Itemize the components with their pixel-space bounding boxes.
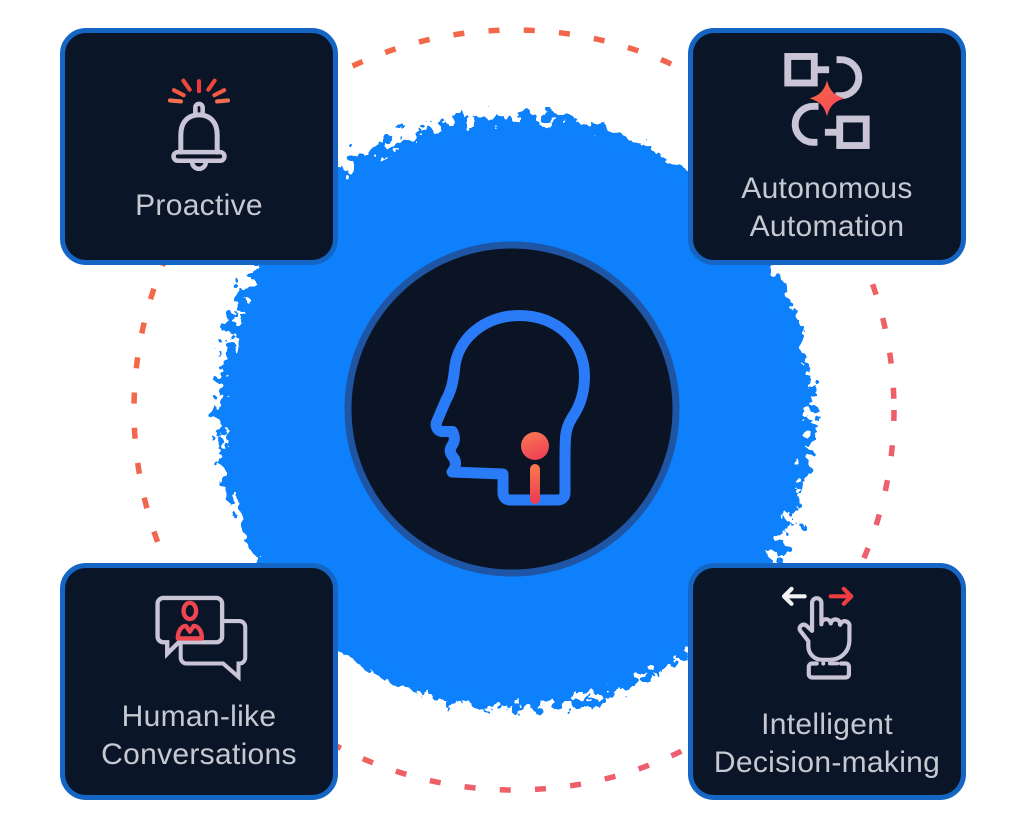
dashed-ring xyxy=(131,27,897,793)
card-proactive: Proactive xyxy=(60,28,338,265)
alert-bell-icon xyxy=(149,75,249,171)
card-human-like-conversations-label: Human-like Conversations xyxy=(101,699,297,771)
card-intelligent-decision-making-label: Intelligent Decision-making xyxy=(713,707,941,779)
card-autonomous-automation: Autonomous Automation xyxy=(688,28,966,265)
workflow-sparkle-icon xyxy=(774,48,880,154)
card-proactive-label: Proactive xyxy=(135,188,263,222)
card-autonomous-automation-label: Autonomous Automation xyxy=(741,171,913,243)
card-human-like-conversations: Human-like Conversations xyxy=(60,563,338,800)
swipe-hand-arrows-icon xyxy=(771,582,883,690)
center-circle xyxy=(344,241,680,577)
arrow-left-icon xyxy=(781,586,807,606)
head-profile-voice-icon xyxy=(430,310,590,506)
arrow-right-icon xyxy=(828,586,854,606)
chat-bubbles-person-icon xyxy=(146,590,252,682)
voice-dot xyxy=(521,432,549,460)
card-intelligent-decision-making: Intelligent Decision-making xyxy=(688,563,966,800)
